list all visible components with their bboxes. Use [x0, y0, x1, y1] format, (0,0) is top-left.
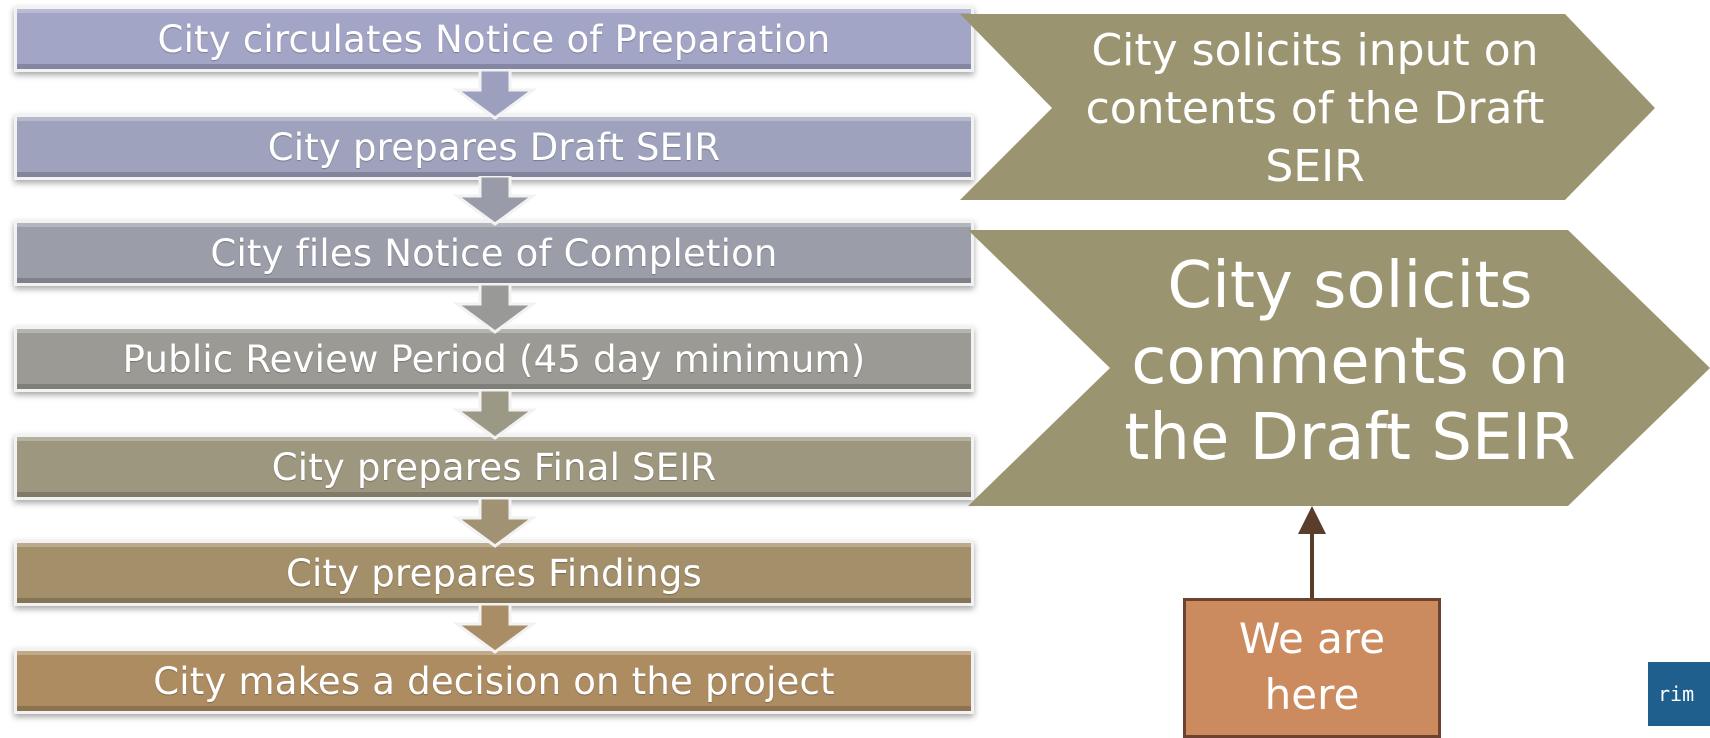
down-arrow-connector: [452, 70, 538, 120]
down-arrow-connector: [452, 176, 538, 226]
down-arrow-connector: [452, 604, 538, 654]
callout-input-line: City solicits input on: [1091, 25, 1539, 76]
down-arrow-connector: [452, 498, 538, 548]
process-step-notice-of-completion: City files Notice of Completion: [14, 220, 974, 286]
callout-comments-line: comments on: [1131, 325, 1569, 399]
process-step-decision: City makes a decision on the project: [14, 648, 974, 714]
callout-comments-text: City solicits comments on the Draft SEIR: [1110, 248, 1590, 476]
down-arrow-connector: [452, 390, 538, 440]
up-arrow-pointer: [1298, 506, 1326, 598]
process-step-draft-seir: City prepares Draft SEIR: [14, 114, 974, 180]
corner-logo: rim: [1648, 662, 1710, 726]
callout-comments-line: City solicits: [1167, 249, 1533, 323]
callout-input-text: City solicits input on contents of the D…: [1070, 22, 1560, 196]
process-step-findings: City prepares Findings: [14, 540, 974, 606]
marker-line: here: [1264, 670, 1360, 719]
callout-input-line: contents of the Draft: [1085, 83, 1545, 134]
callout-chevron-comments: [968, 230, 1710, 506]
callout-comments-line: the Draft SEIR: [1124, 401, 1576, 475]
process-step-notice-of-preparation: City circulates Notice of Preparation: [14, 6, 974, 72]
we-are-here-marker: We are here: [1183, 598, 1441, 738]
callout-input-line: SEIR: [1265, 141, 1365, 192]
marker-line: We are: [1238, 614, 1386, 663]
callout-chevron-input: [960, 14, 1655, 200]
process-step-final-seir: City prepares Final SEIR: [14, 434, 974, 500]
process-step-public-review-period: Public Review Period (45 day minimum): [14, 326, 974, 392]
down-arrow-connector: [452, 284, 538, 334]
